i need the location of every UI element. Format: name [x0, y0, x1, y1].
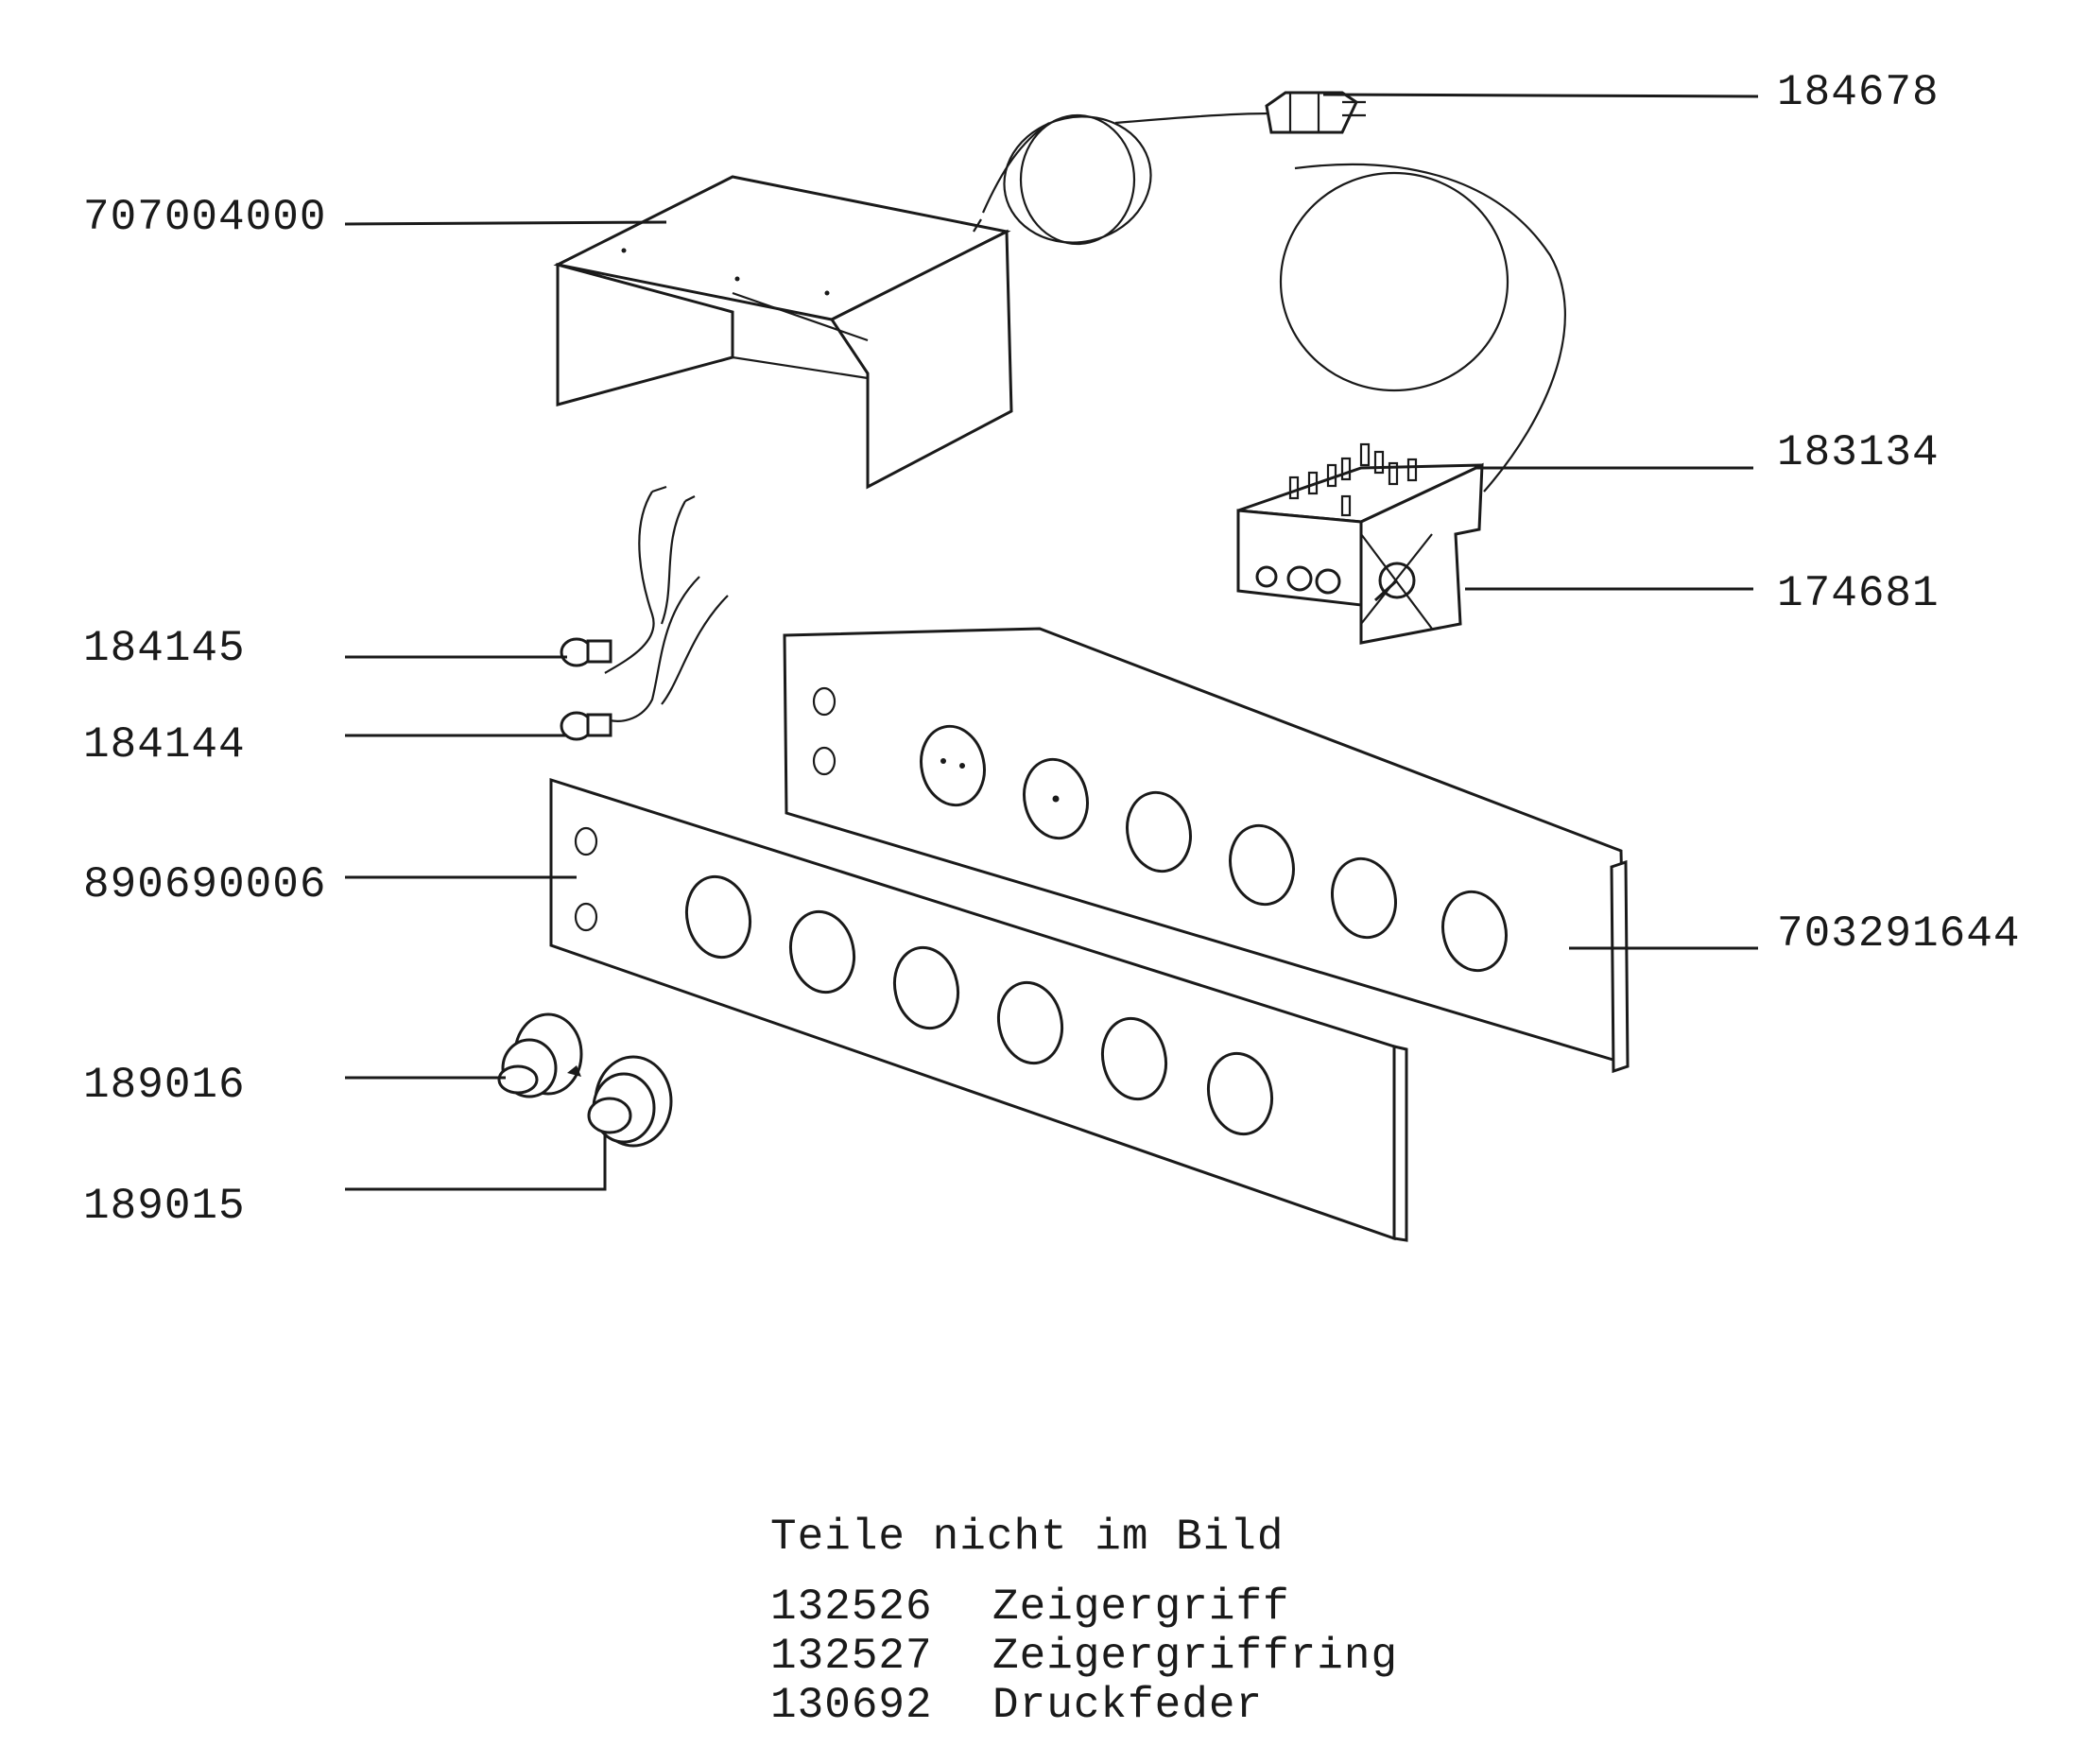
label-703291644: 703291644 — [1777, 909, 2020, 959]
label-890690006: 890690006 — [83, 860, 326, 909]
list-item: 132526 Zeigergriff — [770, 1582, 1398, 1632]
label-183134: 183134 — [1777, 428, 1940, 477]
list-item: 132527 Zeigergriffring — [770, 1632, 1398, 1681]
label-184144: 184144 — [83, 720, 246, 770]
part-number: 132526 — [770, 1582, 933, 1632]
part-name: Druckfeder — [992, 1681, 1264, 1730]
knob-1 — [497, 1012, 583, 1098]
part-name: Zeigergriff — [992, 1582, 1290, 1632]
label-189015: 189015 — [83, 1182, 246, 1231]
label-707004000: 707004000 — [83, 193, 326, 242]
signal-lamp-2 — [560, 711, 612, 741]
list-item: 130692 Druckfeder — [770, 1681, 1398, 1730]
label-189016: 189016 — [83, 1061, 246, 1110]
parts-not-shown-list: Teile nicht im Bild 132526 Zeigergriff 1… — [770, 1513, 1398, 1730]
capillary-loop — [1279, 163, 1566, 493]
connector-plug — [1265, 91, 1366, 134]
label-184678: 184678 — [1777, 68, 1940, 117]
not-shown-heading: Teile nicht im Bild — [770, 1513, 1285, 1562]
leader-lines — [344, 93, 1759, 1191]
capillary-coils — [973, 112, 1272, 246]
signal-lamp-1 — [560, 637, 612, 667]
label-174681: 174681 — [1777, 569, 1940, 618]
part-name: Zeigergriffring — [992, 1632, 1399, 1681]
rear-panel — [783, 627, 1630, 1074]
part-number: 132527 — [770, 1632, 933, 1681]
label-184145: 184145 — [83, 624, 246, 673]
signal-lamp-wires — [604, 485, 729, 722]
part-labels: 707004000 184678 183134 174681 184145 18… — [83, 68, 2020, 1231]
knob-2 — [587, 1055, 673, 1148]
cover-box — [553, 175, 1013, 490]
switch-block — [1236, 442, 1484, 645]
part-number: 130692 — [770, 1681, 933, 1730]
front-panel — [549, 777, 1408, 1242]
